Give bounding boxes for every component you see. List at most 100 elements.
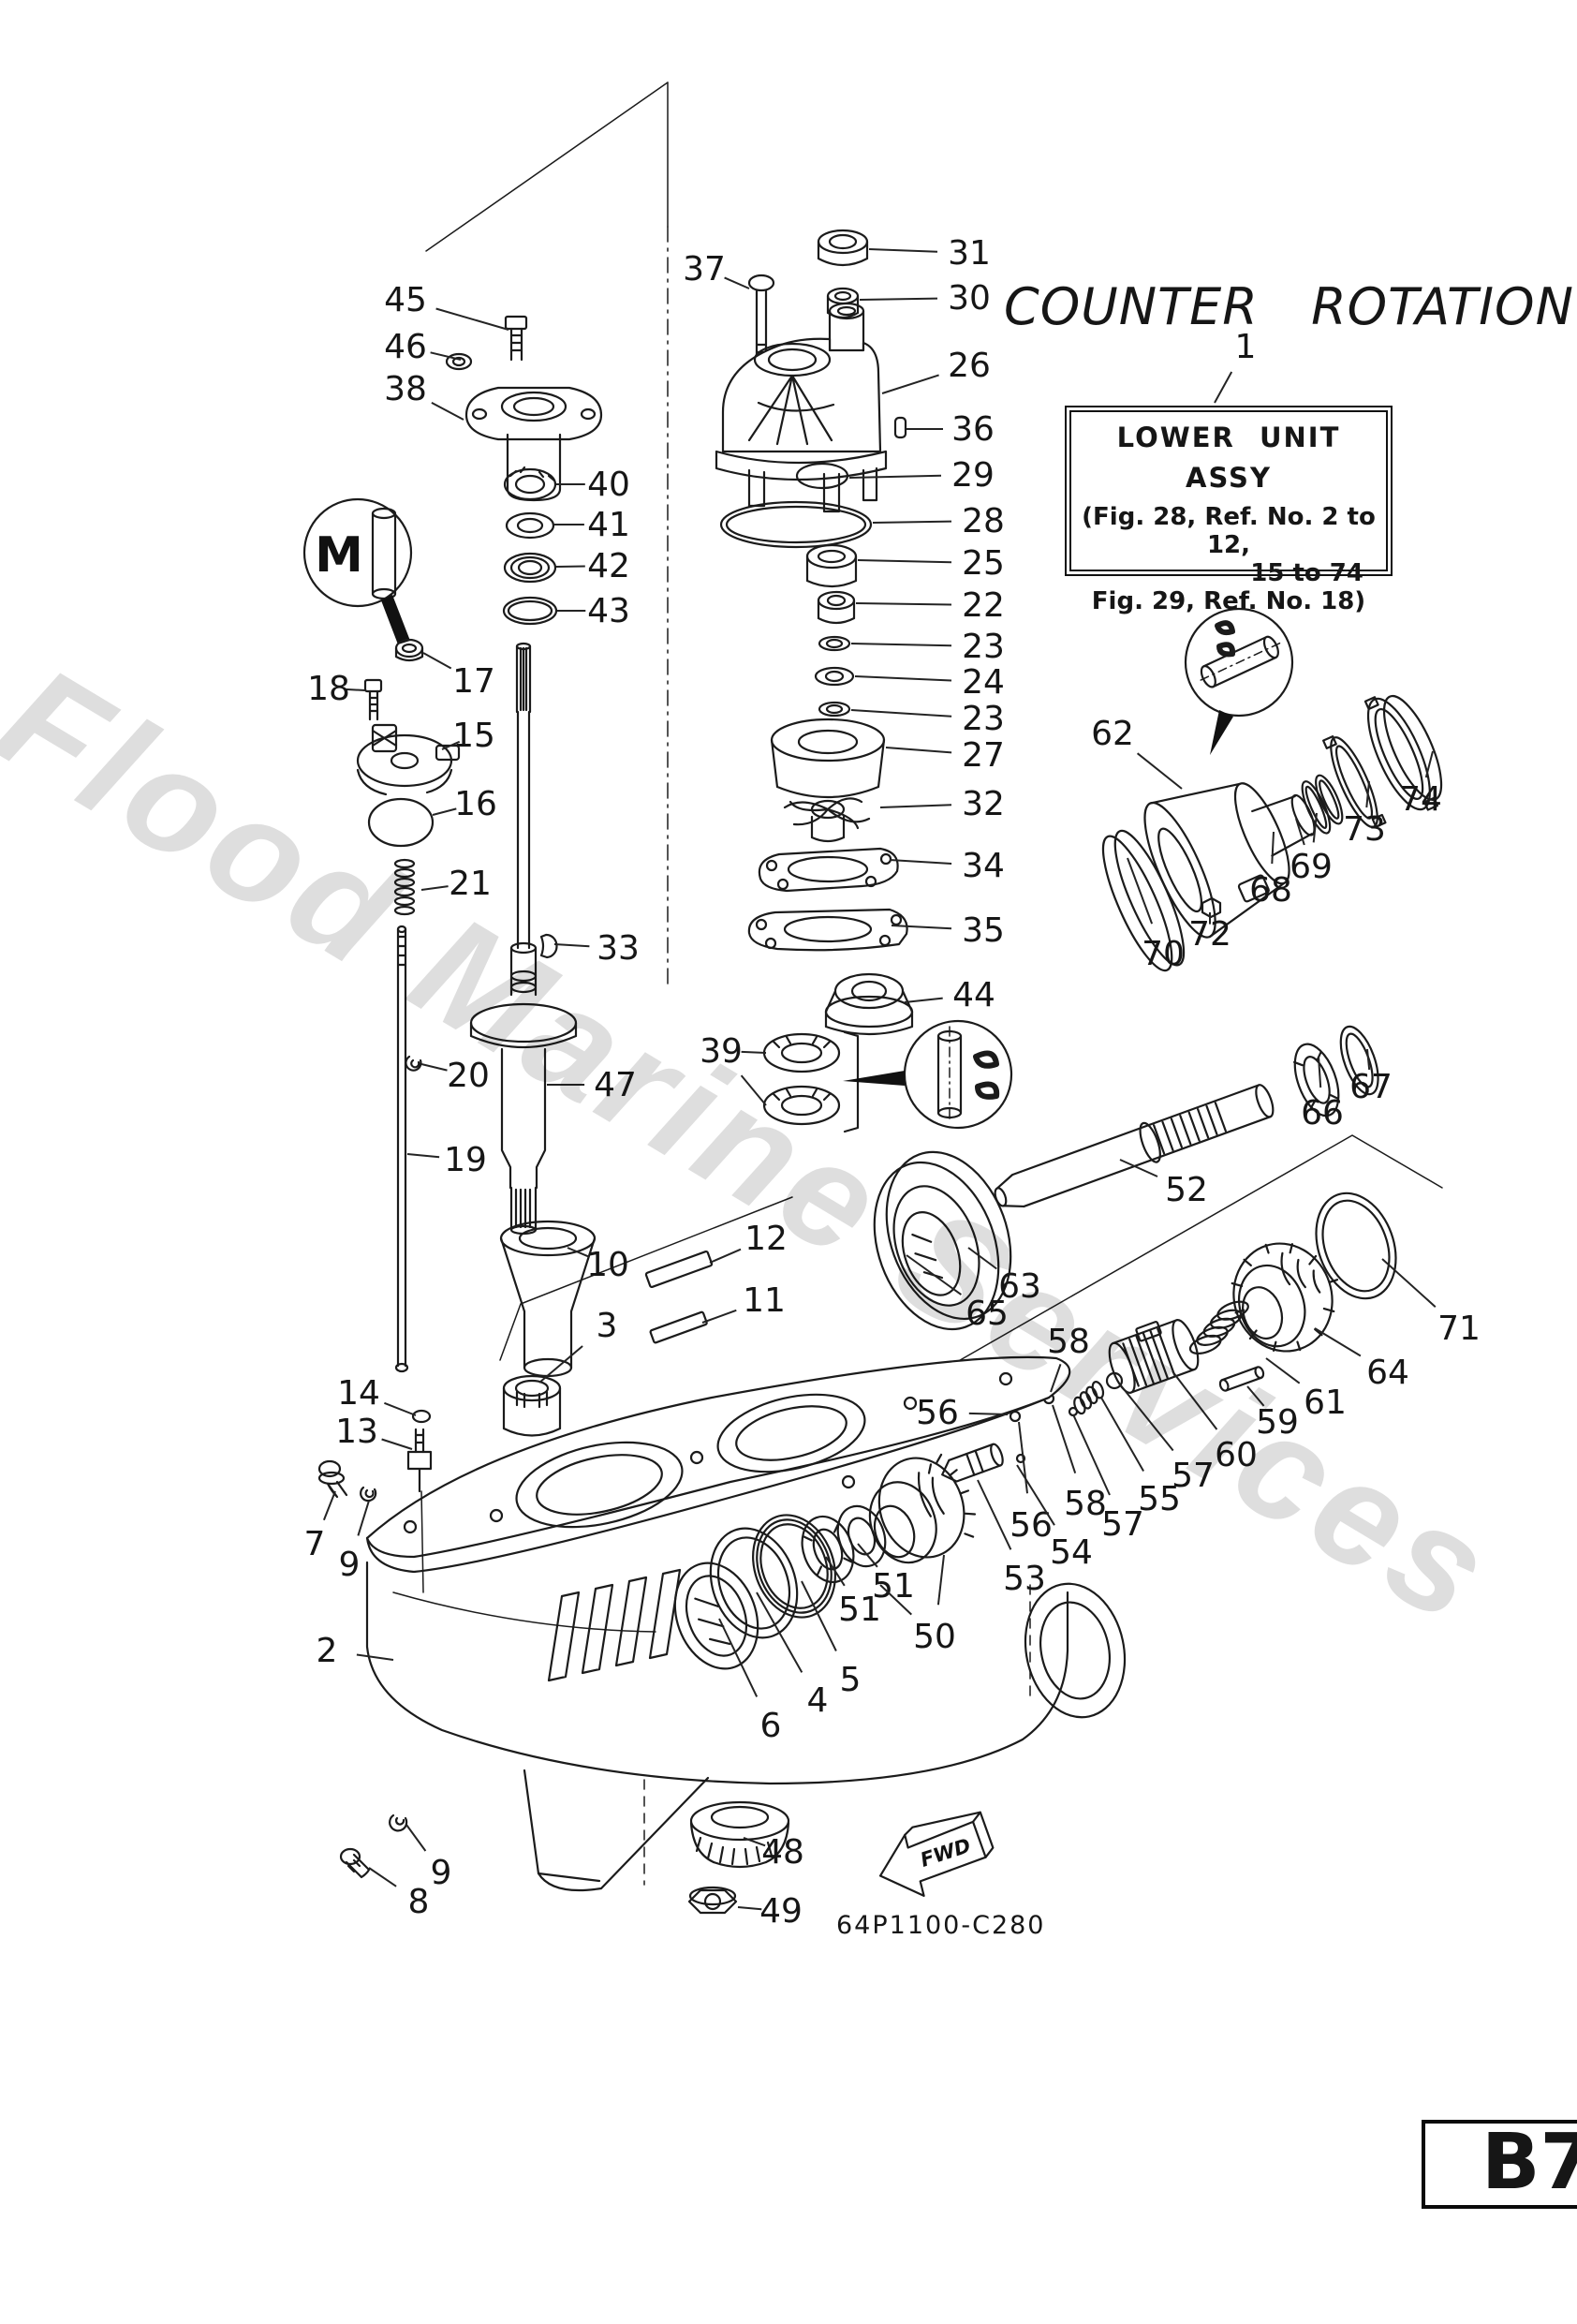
callout-19: 19: [444, 1141, 487, 1179]
grease-type-letter: M: [315, 527, 363, 584]
leader-line-9: [357, 1500, 370, 1536]
leader-line-51: [857, 1543, 878, 1568]
needle-bearing-inset: [843, 1019, 1013, 1130]
leader-line-13: [381, 1438, 413, 1450]
callout-64: 64: [1366, 1354, 1409, 1392]
leader-line-11: [701, 1309, 737, 1324]
assy-box-line3: (Fig. 28, Ref. No. 2 to 12,: [1082, 503, 1376, 559]
carrier-key: [1201, 896, 1222, 919]
leader-line-9: [405, 1824, 427, 1852]
leader-line-46: [430, 351, 462, 361]
leader-line-45: [435, 307, 509, 331]
leader-line-70: [1127, 857, 1154, 925]
callout-65: 65: [965, 1295, 1009, 1333]
leader-line-69: [1312, 812, 1318, 843]
callout-14: 14: [337, 1374, 380, 1413]
assy-box-line4: 15 to 74: [1250, 559, 1363, 587]
callout-57: 57: [1172, 1457, 1215, 1495]
callout-15: 15: [452, 717, 495, 755]
callout-57: 57: [1101, 1505, 1144, 1544]
leader-line-6: [718, 1618, 759, 1697]
callout-11: 11: [743, 1281, 786, 1320]
leader-line-10: [567, 1247, 590, 1258]
callout-72: 72: [1188, 915, 1231, 954]
leader-line-66: [1318, 1056, 1322, 1088]
callout-39: 39: [700, 1032, 743, 1071]
leader-line-30: [859, 297, 938, 301]
callout-21: 21: [449, 865, 492, 903]
callout-58: 58: [1064, 1485, 1107, 1523]
callout-68: 68: [1249, 871, 1292, 910]
leader-line-38: [431, 402, 464, 421]
forward-bearing-carrier: [873, 1150, 1012, 1331]
page-title: COUNTER ROTATION: [1004, 277, 1574, 336]
leader-line-31: [868, 248, 938, 253]
leader-line-57: [1119, 1384, 1174, 1452]
gear-and-clutch-group: [941, 1192, 1397, 1483]
leader-line-3: [538, 1345, 583, 1384]
leader-line-53: [977, 1479, 1012, 1550]
leader-line-68: [1271, 831, 1275, 865]
callout-23: 23: [962, 700, 1005, 738]
leader-line-54: [1016, 1464, 1055, 1526]
assy-box-line1: LOWER UNIT: [1116, 422, 1341, 453]
callout-23: 23: [962, 628, 1005, 666]
propeller-shaft-group: [994, 1025, 1379, 1208]
leader-line-65: [906, 1254, 962, 1295]
leader-line-19: [406, 1153, 440, 1159]
callout-5: 5: [840, 1661, 862, 1699]
callout-48: 48: [761, 1833, 804, 1872]
shift-cam-group: [356, 638, 558, 1373]
leader-line-14: [384, 1401, 417, 1416]
callout-36: 36: [951, 410, 995, 449]
callout-18: 18: [307, 670, 350, 708]
callout-20: 20: [447, 1057, 490, 1095]
clutch-spring: [1188, 1300, 1249, 1355]
callout-12: 12: [744, 1220, 788, 1258]
leader-line-28: [872, 520, 952, 524]
callout-42: 42: [587, 547, 630, 585]
callout-26: 26: [948, 347, 991, 385]
dowel-pin-inset: [1184, 607, 1294, 755]
leader-line-12: [709, 1248, 742, 1264]
callout-63: 63: [998, 1267, 1041, 1306]
leader-line-60: [1172, 1370, 1218, 1430]
callout-74: 74: [1399, 780, 1442, 819]
leader-line-1: [1214, 371, 1233, 404]
construction-lines: [425, 81, 1443, 1886]
callout-17: 17: [452, 662, 495, 701]
leader-line-2: [356, 1653, 394, 1661]
leader-line-7: [322, 1490, 336, 1521]
leader-line-56: [1018, 1421, 1028, 1494]
callout-34: 34: [962, 847, 1005, 885]
water-pump-group: [715, 229, 914, 1133]
leader-line-42: [555, 565, 585, 568]
small-fasteners: [317, 1409, 433, 1879]
leader-line-37: [724, 276, 750, 289]
callout-8: 8: [408, 1883, 430, 1921]
callout-59: 59: [1256, 1403, 1299, 1442]
callout-51: 51: [872, 1567, 915, 1606]
callout-40: 40: [587, 466, 630, 504]
grease-symbol-inset: M: [302, 497, 413, 644]
fwd-direction-arrow: FWD: [878, 1811, 995, 1897]
callout-35: 35: [962, 911, 1005, 950]
leader-line-21: [420, 885, 449, 891]
callout-2: 2: [317, 1632, 338, 1670]
leader-line-24: [854, 675, 952, 682]
callout-38: 38: [384, 370, 427, 408]
bearing-carrier-group: [1101, 694, 1443, 972]
leader-line-58: [1050, 1363, 1062, 1393]
leader-line-15: [441, 740, 461, 750]
driveshaft: [469, 642, 578, 1236]
inset-arrow: [381, 595, 410, 644]
callout-30: 30: [948, 279, 991, 318]
leader-line-57: [1072, 1414, 1111, 1496]
leader-line-64: [1314, 1327, 1362, 1357]
callout-67: 67: [1349, 1068, 1393, 1106]
callout-56: 56: [1010, 1506, 1053, 1545]
leader-line-49: [737, 1906, 762, 1911]
leader-line-69: [1295, 818, 1305, 846]
